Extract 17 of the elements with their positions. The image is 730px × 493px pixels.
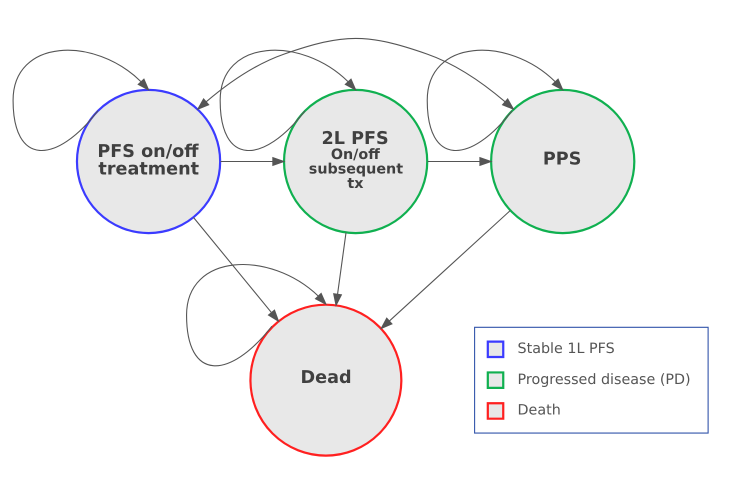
legend-label: Death xyxy=(518,402,561,418)
arrow xyxy=(333,232,347,306)
arrow xyxy=(426,49,564,150)
arrow xyxy=(193,216,280,322)
arrow xyxy=(380,210,511,330)
node-circle: PPS xyxy=(490,88,636,234)
legend-label: Stable 1L PFS xyxy=(518,340,615,357)
arrow xyxy=(186,264,328,366)
arrow xyxy=(12,49,150,150)
arrow xyxy=(196,37,515,110)
arrow xyxy=(220,156,286,166)
arrow xyxy=(220,49,357,150)
node-circle: 2L PFS On/off subsequent tx xyxy=(282,88,428,234)
node-circle: PFS on/off treatment xyxy=(76,88,222,234)
legend-label: Progressed disease (PD) xyxy=(518,371,691,388)
arrow xyxy=(428,156,493,166)
node-circle: Dead xyxy=(249,303,402,456)
